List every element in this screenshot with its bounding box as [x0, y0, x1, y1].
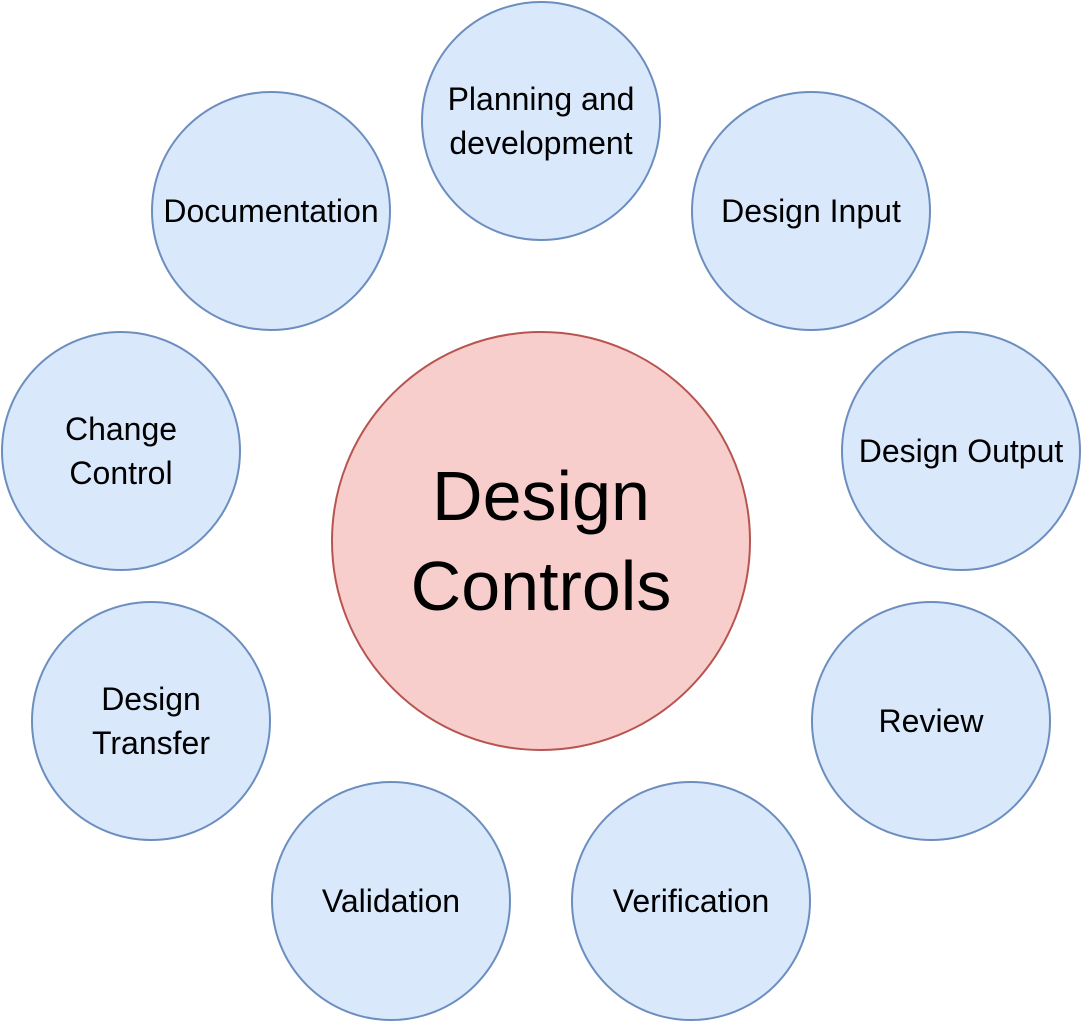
- node-design-input: Design Input: [691, 91, 931, 331]
- node-label: Verification: [612, 883, 770, 919]
- node-verification: Verification: [571, 781, 811, 1021]
- node-review: Review: [811, 601, 1051, 841]
- node-label: Design Input: [721, 193, 901, 229]
- node-change-control: Change Control: [1, 331, 241, 571]
- node-label: Change Control: [64, 411, 178, 491]
- node-design-output: Design Output: [841, 331, 1081, 571]
- node-label: Planning and development: [447, 81, 635, 161]
- node-documentation: Documentation: [151, 91, 391, 331]
- node-label: Validation: [321, 883, 461, 919]
- node-label: Documentation: [163, 193, 379, 229]
- node-label: Review: [878, 703, 984, 739]
- node-label: Design Transfer: [92, 681, 210, 761]
- node-planning-and-development: Planning and development: [421, 1, 661, 241]
- node-label: Design Output: [858, 433, 1064, 469]
- center-label: Design Controls: [410, 457, 672, 625]
- center-node-design-controls: Design Controls: [331, 331, 751, 751]
- node-validation: Validation: [271, 781, 511, 1021]
- node-design-transfer: Design Transfer: [31, 601, 271, 841]
